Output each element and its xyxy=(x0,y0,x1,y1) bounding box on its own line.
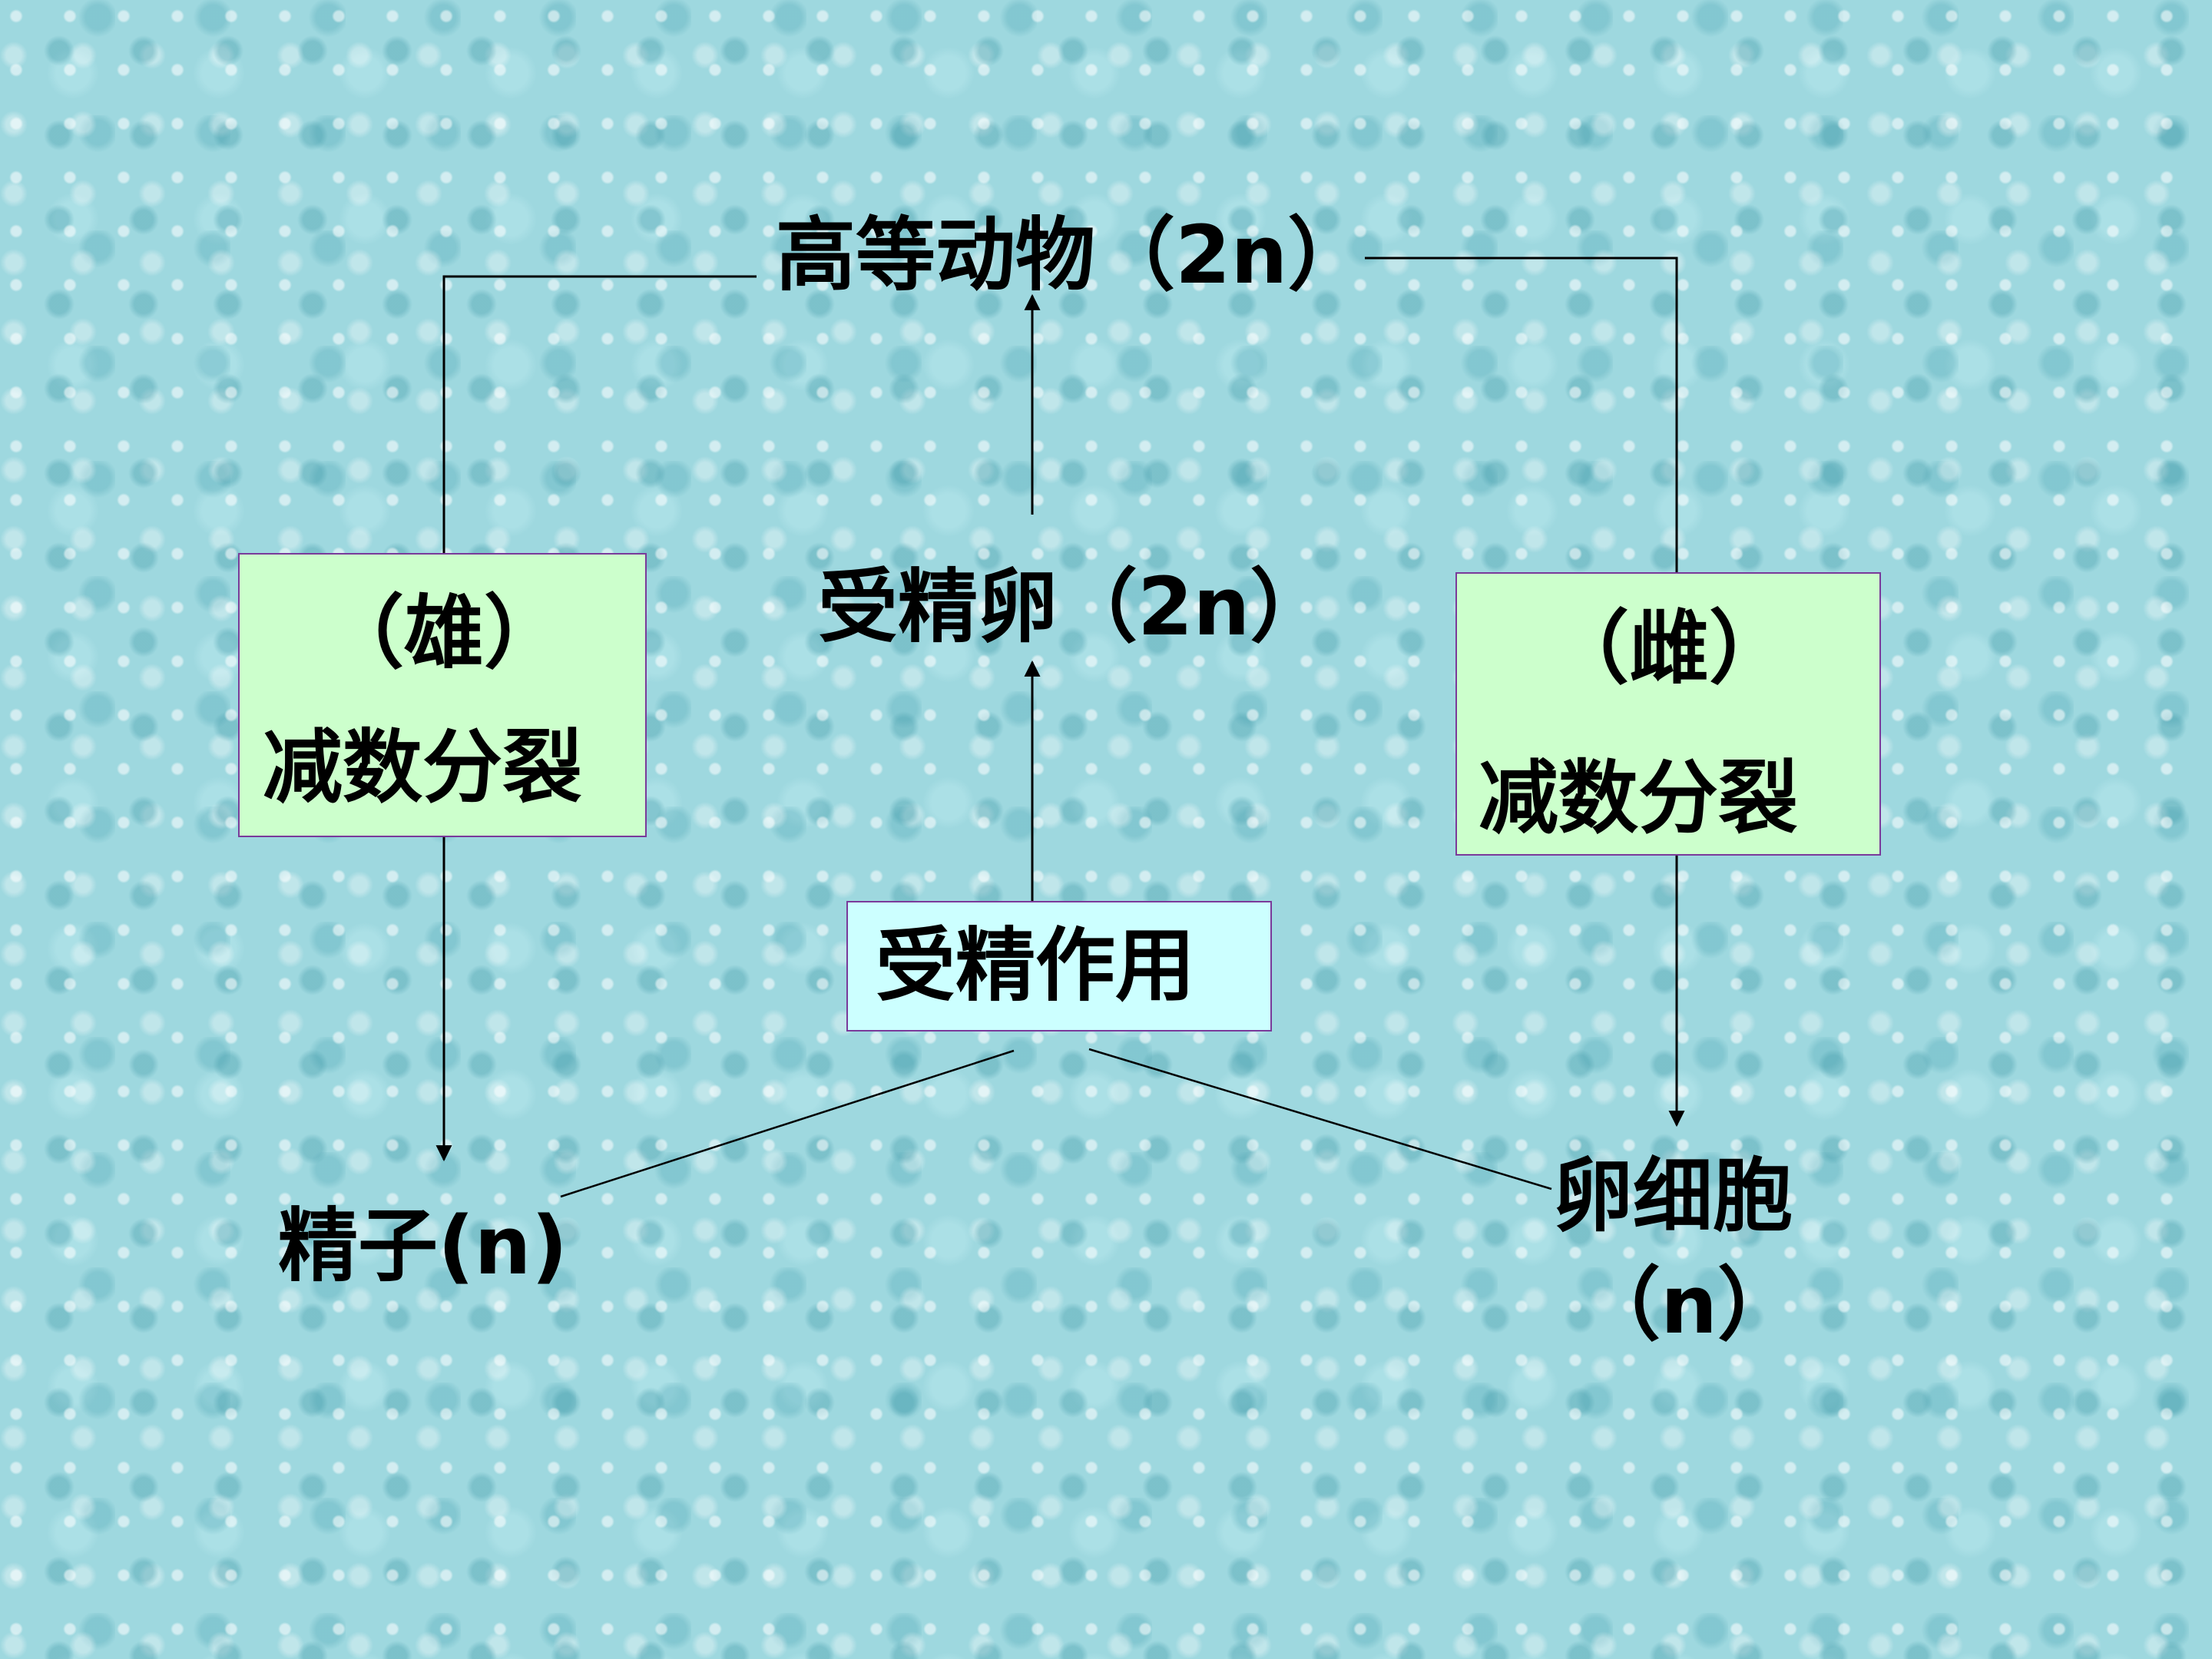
node-sperm: 精子(n) xyxy=(278,1199,568,1293)
node-egg: 卵细胞 xyxy=(1553,1149,1793,1243)
node-higher-animal: 高等动物（2n） xyxy=(776,208,1368,302)
female-label: （雌） xyxy=(1549,601,1790,695)
line-sperm-to-fertilization xyxy=(560,1049,1015,1198)
line-animal-to-male-meiosis xyxy=(442,275,757,553)
node-zygote: 受精卵（2n） xyxy=(818,560,1330,654)
node-egg-ploidy: （n） xyxy=(1581,1258,1798,1352)
male-meiosis-label: 减数分裂 xyxy=(263,720,583,814)
line-egg-to-fertilization xyxy=(1088,1048,1552,1190)
box-male-meiosis: （雄） 减数分裂 xyxy=(238,553,647,837)
line-animal-to-female-meiosis xyxy=(1365,257,1678,572)
fertilization-label: 受精作用 xyxy=(876,919,1196,1012)
box-fertilization: 受精作用 xyxy=(846,901,1272,1031)
male-label: （雄） xyxy=(324,586,565,680)
female-meiosis-label: 减数分裂 xyxy=(1479,751,1799,845)
box-female-meiosis: （雌） 减数分裂 xyxy=(1455,572,1881,856)
